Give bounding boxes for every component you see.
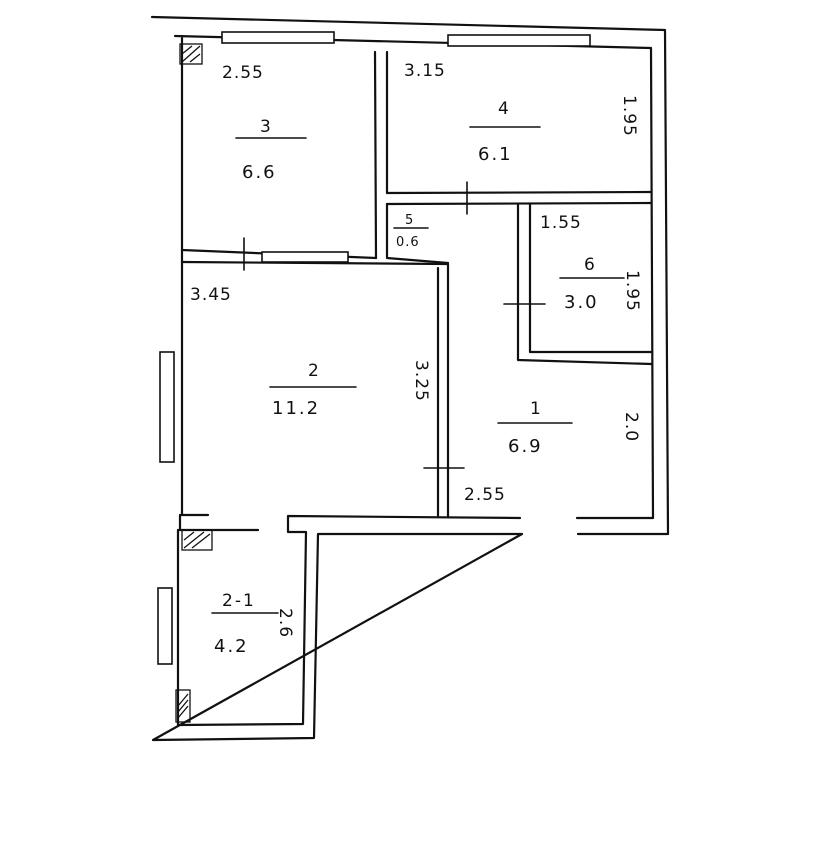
vent-middle-left bbox=[181, 529, 213, 551]
fraction-bars bbox=[211, 126, 625, 614]
room-area-4: 6.1 bbox=[478, 144, 513, 165]
wall-room5 bbox=[385, 202, 450, 265]
vent-bottom-left bbox=[175, 689, 191, 723]
dim-room6-height: 1.95 bbox=[622, 270, 642, 312]
window-top-right bbox=[447, 34, 591, 47]
dim-room2-height: 3.25 bbox=[411, 360, 431, 402]
room-number-5: 5 bbox=[405, 213, 414, 228]
hatched-blocks bbox=[175, 43, 213, 723]
room-number-6: 6 bbox=[584, 255, 597, 275]
window-left-room21 bbox=[157, 587, 173, 665]
room-area-6: 3.0 bbox=[564, 292, 599, 313]
wall-3-4 bbox=[373, 50, 389, 260]
dim-room2-width: 3.45 bbox=[190, 285, 232, 305]
outer-walls bbox=[150, 15, 670, 742]
room-area-2-1: 4.2 bbox=[214, 636, 249, 657]
dim-room1-width: 2.55 bbox=[464, 485, 506, 505]
room-labels: 3 6.6 4 6.1 5 0.6 6 3.0 2 11.2 1 6.9 2-1… bbox=[214, 99, 599, 657]
room-number-1: 1 bbox=[530, 399, 543, 419]
room-number-2: 2 bbox=[308, 361, 321, 381]
room-area-5: 0.6 bbox=[396, 235, 420, 250]
room-number-4: 4 bbox=[498, 99, 511, 119]
dim-room6-width: 1.55 bbox=[540, 213, 582, 233]
room-number-3: 3 bbox=[260, 117, 273, 137]
wall-4-bottom bbox=[385, 190, 653, 206]
dim-room3-width: 2.55 bbox=[222, 63, 264, 83]
window-left-room2 bbox=[159, 351, 175, 463]
outer-wall-outline bbox=[150, 15, 670, 742]
room-area-1: 6.9 bbox=[508, 436, 543, 457]
wall-2-right bbox=[436, 262, 450, 518]
door-room3 bbox=[261, 251, 349, 263]
dim-room4-height: 1.95 bbox=[619, 95, 639, 137]
dim-room21-height: 2.6 bbox=[275, 608, 295, 638]
vent-top-left bbox=[179, 43, 203, 65]
interior-walls bbox=[180, 50, 653, 518]
room-number-2-1: 2-1 bbox=[222, 591, 256, 611]
window-top-left bbox=[221, 31, 335, 44]
room-area-2: 11.2 bbox=[272, 398, 320, 419]
wall-room6 bbox=[516, 202, 653, 366]
dim-room4-width: 3.15 bbox=[404, 61, 446, 81]
room-area-3: 6.6 bbox=[242, 162, 277, 183]
dimension-labels: 2.55 3.15 1.55 3.45 2.55 1.95 1.95 3.25 … bbox=[190, 61, 642, 638]
dim-room1-height: 2.0 bbox=[621, 412, 641, 442]
